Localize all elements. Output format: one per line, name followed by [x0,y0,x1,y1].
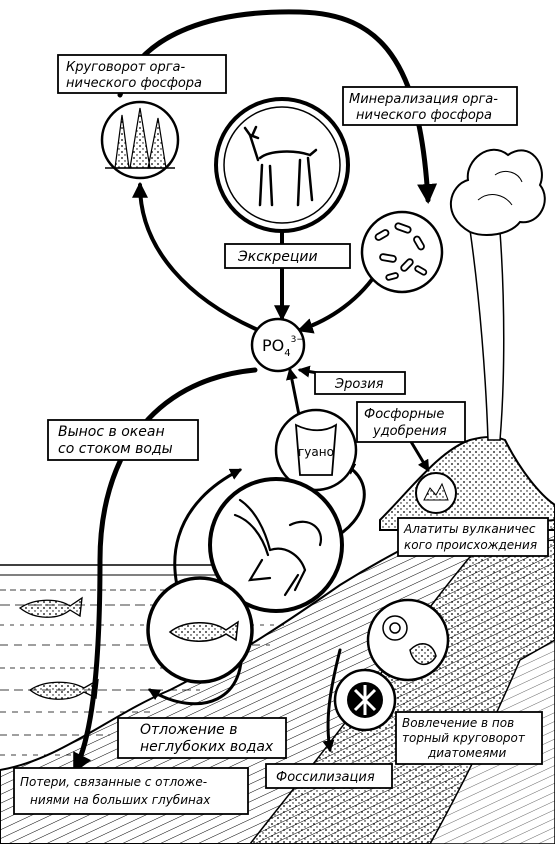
svg-text:со стоком воды: со стоком воды [58,441,173,457]
bird-circle [208,477,344,613]
guano-label: гуано [298,445,334,459]
svg-text:нического фосфора: нического фосфора [66,76,202,91]
arrow-diatom-down [322,648,342,753]
label-shallow-deposit: Отложение в неглубоких водах [117,717,287,759]
svg-text:неглубоких водах: неглубоких водах [140,739,274,755]
svg-text:Минерализация орга-: Минерализация орга- [349,92,498,107]
sea-fish-icon-2 [28,678,99,700]
pelican-icon [233,498,323,597]
phosphate-label: PO43− [262,335,304,359]
label-mineralization: Минерализация орга- нического фосфора [342,86,518,126]
fish-circle [146,576,254,684]
tree-icon [114,107,167,169]
label-diatom-recycle: Вовлечение в пов торный круговорот диато… [395,711,543,765]
svg-text:Фоссилизация: Фоссилизация [276,770,375,785]
deer-icon [243,125,318,207]
fossil-circle [333,668,397,732]
label-excretion: Экскреции [224,243,351,269]
svg-text:Вовлечение в пов: Вовлечение в пов [402,716,514,730]
svg-text:Вынос в океан: Вынос в океан [58,424,165,440]
apatite-circle [415,472,457,514]
svg-text:Потери, связанные с отложе-: Потери, связанные с отложе- [20,775,207,789]
svg-text:ниями на больших глубинах: ниями на больших глубинах [30,793,211,807]
fish-icon [168,620,239,642]
label-erosion: Эрозия [314,371,406,395]
label-fertilizers: Фосфорные удобрения [356,401,466,443]
svg-text:Отложение в: Отложение в [140,722,237,738]
svg-text:нического фосфора: нического фосфора [356,108,492,123]
svg-text:торный круговорот: торный круговорот [402,731,526,745]
guano-circle: гуано [274,408,358,492]
svg-text:Круговорот орга-: Круговорот орга- [66,60,185,75]
svg-text:диатомеями: диатомеями [427,746,506,760]
forest-circle [100,100,180,180]
svg-text:удобрения: удобрения [372,424,447,439]
bacteria-icon [374,222,428,281]
svg-text:Алатиты вулканичес: Алатиты вулканичес [403,522,536,536]
label-fossilization: Фоссилизация [265,763,393,789]
label-deep-losses: Потери, связанные с отложе- ниями на бол… [13,767,249,815]
svg-text:кого происхождения: кого происхождения [404,538,537,552]
label-volcanic-apatite: Алатиты вулканичес кого происхождения [397,517,549,557]
arrow-fertilizer [408,438,430,473]
arrow-phosphate-to-forest [132,181,260,332]
svg-text:Экскреции: Экскреции [237,249,318,265]
sea-fish-icon [18,596,83,618]
bacteria-circle [360,210,444,294]
volcano [379,148,555,531]
deer-circle [214,97,350,233]
arrow-ocean-runoff [72,367,258,774]
diatom-circle [366,598,450,682]
arrow-guano [285,367,302,422]
arrow-bacteria-to-phosphate [296,266,382,334]
svg-text:Фосфорные: Фосфорные [364,407,444,422]
phosphate-node: PO43− [250,317,306,373]
label-ocean-runoff: Вынос в океан со стоком воды [47,419,199,461]
label-organic-cycle: Круговорот орга- нического фосфора [57,54,227,94]
svg-text:Эрозия: Эрозия [334,377,384,392]
